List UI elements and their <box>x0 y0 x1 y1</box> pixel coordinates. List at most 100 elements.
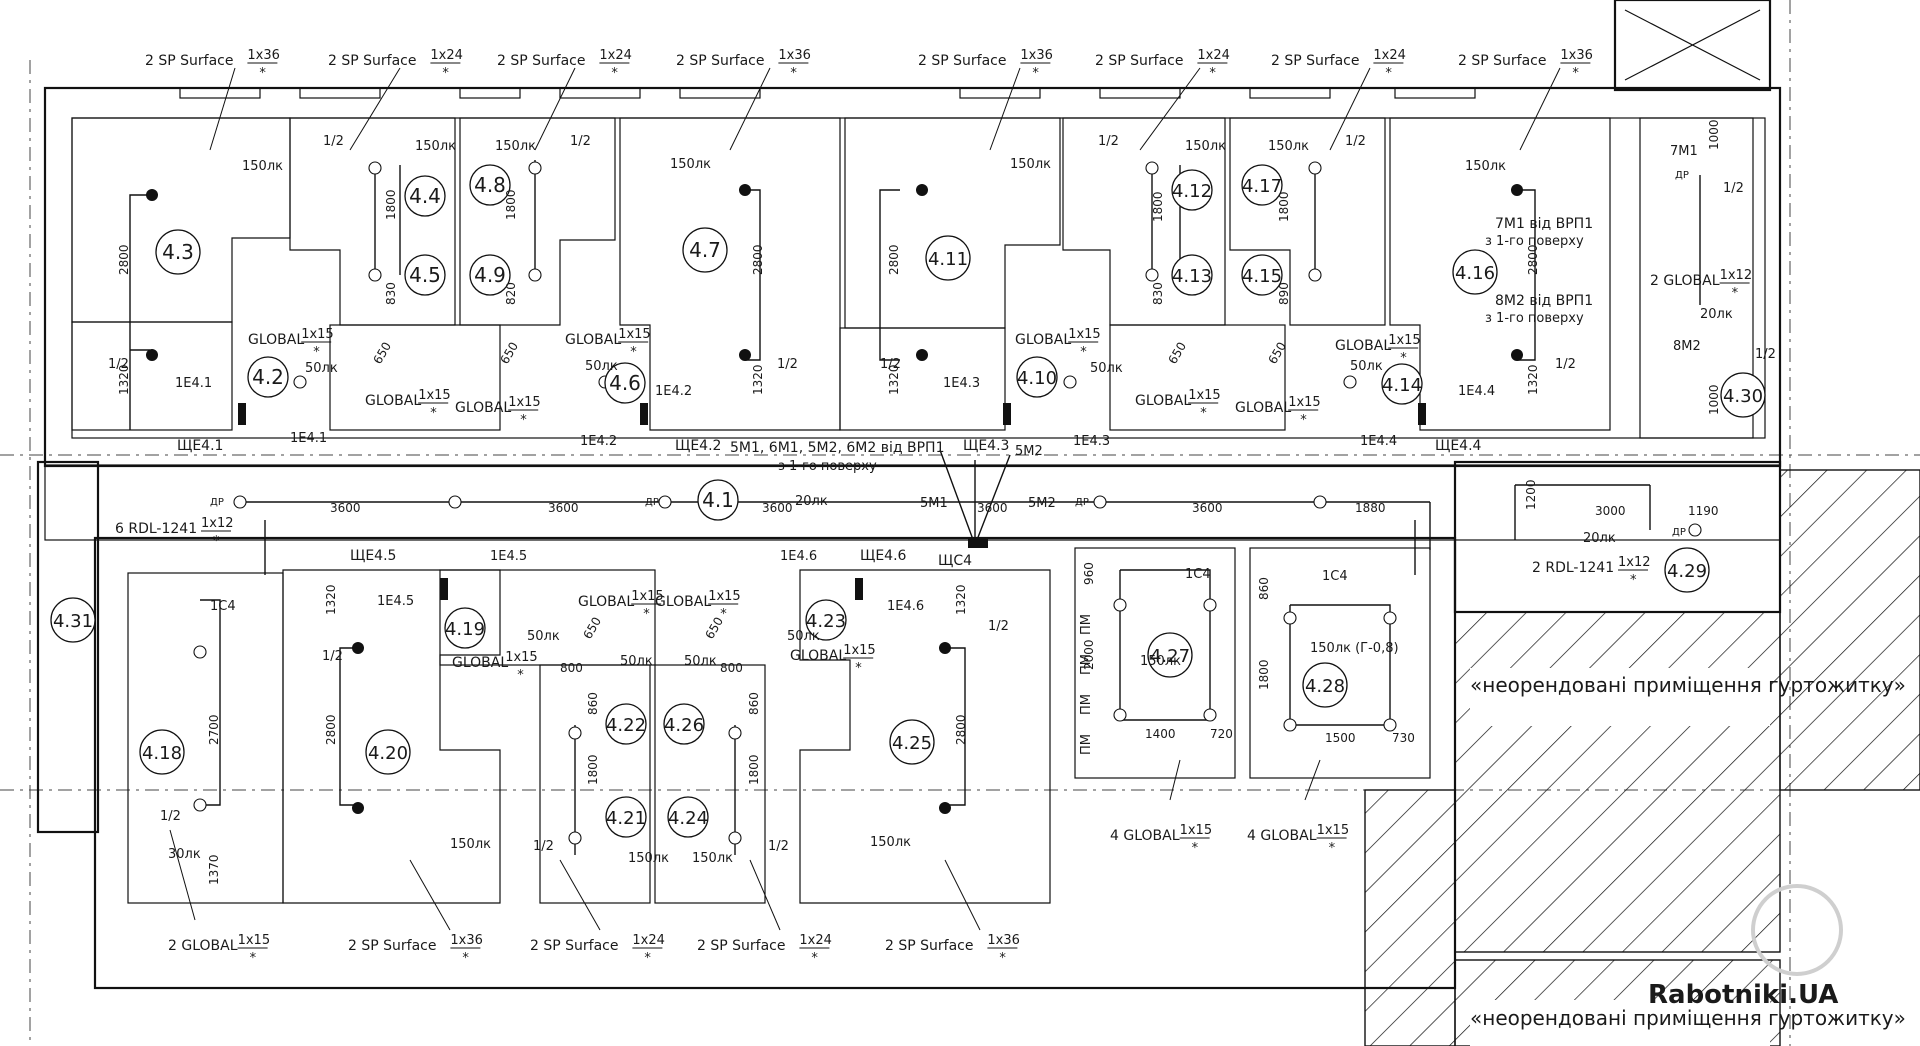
room-4-21-label: 4.21 <box>606 808 646 829</box>
group-1-2: 1Е4.1 <box>290 431 327 446</box>
tag-inline-5-den: * <box>1080 345 1087 360</box>
tag-inline-11-den: * <box>720 607 727 622</box>
room-4-12-label: 4.12 <box>1172 181 1212 202</box>
tag-inline-5-prefix: GLOBAL <box>1015 332 1071 348</box>
tag-inline-12-num: 1x15 <box>843 643 876 658</box>
tag-top-8-den: * <box>1572 66 1579 81</box>
panel-2: ЩЕ4.2 <box>675 438 721 454</box>
dim-17: 3600 <box>330 501 361 515</box>
room-4-13-label: 4.13 <box>1172 266 1212 287</box>
dr-mark-4: ДР <box>1672 527 1686 538</box>
tag-inline-4-prefix: GLOBAL <box>565 332 621 348</box>
room-4-24-marker <box>667 796 709 838</box>
tag-top-6-num: 1x24 <box>1197 48 1230 63</box>
lux-4-8: 150лк <box>495 139 536 154</box>
windows-top <box>179 87 1476 99</box>
tag-inline-8-den: * <box>1400 351 1407 366</box>
room-4-15-label: 4.15 <box>1242 266 1282 287</box>
tag-bottom-7-prefix: 4 GLOBAL <box>1247 828 1317 844</box>
tag-inline-9-prefix: GLOBAL <box>578 594 634 610</box>
panel-3: ЩЕ4.3 <box>963 438 1009 454</box>
room-4-13-marker <box>1171 254 1213 296</box>
room-4-18-label: 4.18 <box>142 743 182 764</box>
watermark-logo: Rabotniki.UA <box>1648 884 1843 1010</box>
lux-4-25: 150лк <box>870 835 911 850</box>
tag-bottom-5-num: 1x36 <box>987 933 1020 948</box>
tag-inline-7-num: 1x15 <box>1288 395 1321 410</box>
tag-inline-14-prefix: 6 RDL-1241 <box>115 521 197 537</box>
tag-inline-9-den: * <box>643 607 650 622</box>
tag-inline-2-prefix: GLOBAL <box>365 393 421 409</box>
lux-4-24: 150лк <box>692 851 733 866</box>
room-4-20-marker <box>365 729 411 775</box>
dim-14: 890 <box>1277 282 1291 305</box>
tag-top-4-prefix: 2 SP Surface <box>676 53 764 69</box>
lux-4-11: 150лк <box>1010 157 1051 172</box>
group-11-1: 8М2 <box>1673 339 1701 354</box>
fraction-half-9: 1/2 <box>1723 181 1744 196</box>
room-4-30-marker <box>1720 372 1766 418</box>
tag-inline-1-den: * <box>313 345 320 360</box>
panel-6: ЩЕ4.6 <box>860 548 907 564</box>
lux-4-4: 150лк <box>415 139 456 154</box>
dim-6: 820 <box>504 282 518 305</box>
tag-bottom-3-prefix: 2 SP Surface <box>530 938 618 954</box>
room-4-28-marker <box>1302 662 1348 708</box>
tag-inline-1-prefix: GLOBAL <box>248 332 304 348</box>
dim-21: 3600 <box>1192 501 1223 515</box>
room-4-19-label: 4.19 <box>445 619 485 640</box>
tag-bottom-1-prefix: 2 GLOBAL <box>168 938 238 954</box>
dim-19: 3600 <box>762 501 793 515</box>
tag-top-3-num: 1x24 <box>599 48 632 63</box>
room-4-26-marker <box>663 703 705 745</box>
room-4-8-marker <box>469 164 511 206</box>
dr-mark-2: ДР <box>645 497 659 508</box>
room-4-7-marker <box>682 227 728 273</box>
dim-30: 1320 <box>324 584 338 615</box>
dim-49: 720 <box>1210 727 1233 741</box>
tag-bottom-4-prefix: 2 SP Surface <box>697 938 785 954</box>
room-4-29-label: 4.29 <box>1667 561 1707 582</box>
dim-47: 2000 <box>1082 639 1096 670</box>
lux-4-23: 50лк <box>787 629 820 644</box>
dim-52: 1500 <box>1325 731 1356 745</box>
room-4-12-marker <box>1171 169 1213 211</box>
room-4-5-marker <box>404 254 446 296</box>
room-4-29-marker <box>1664 547 1710 593</box>
room-4-2-label: 4.2 <box>252 365 284 389</box>
note-unleased-1: «неорендовані приміщення гуртожитку» <box>1470 673 1906 697</box>
tag-inline-13-prefix: 2 GLOBAL <box>1650 273 1720 289</box>
room-4-21-marker <box>605 796 647 838</box>
tag-top-4-num: 1x36 <box>778 48 811 63</box>
dim-22: 1880 <box>1355 501 1386 515</box>
dim-43: 650 <box>497 340 521 367</box>
group-7-2: 1С4 <box>1185 567 1211 582</box>
room-4-5-label: 4.5 <box>409 263 441 287</box>
lux-4-12: 150лк <box>1185 139 1226 154</box>
fraction-half-8: 1/2 <box>1555 357 1576 372</box>
tag-top-1-prefix: 2 SP Surface <box>145 53 233 69</box>
room-4-10-marker <box>1016 356 1058 398</box>
lux-4-29: 20лк <box>1583 531 1616 546</box>
fraction-half-10: 1/2 <box>322 649 343 664</box>
group-3-2: 1Е4.3 <box>1073 434 1110 449</box>
room-4-10-label: 4.10 <box>1017 368 1057 389</box>
lux-4-19: 50лк <box>527 629 560 644</box>
dim-51: 1800 <box>1257 659 1271 690</box>
fraction-half-5: 1/2 <box>108 357 129 372</box>
dim-26: 1000 <box>1707 119 1721 150</box>
dim-3: 1800 <box>384 189 398 220</box>
dim-20: 3600 <box>977 501 1008 515</box>
lux-4-30: 20лк <box>1700 307 1733 322</box>
room-4-23-marker <box>805 599 847 641</box>
tag-inline-10-den: * <box>517 668 524 683</box>
tag-bottom-2-prefix: 2 SP Surface <box>348 938 436 954</box>
fraction-half-3: 1/2 <box>1098 134 1119 149</box>
tag-top-2-num: 1x24 <box>430 48 463 63</box>
tag-inline-13-den: * <box>1732 286 1739 301</box>
lux-4-14: 50лк <box>1350 359 1383 374</box>
pm-mark-3: ПМ <box>1079 694 1094 715</box>
dim-25: 1200 <box>1524 479 1538 510</box>
lux-4-28: 150лк (Г-0,8) <box>1310 641 1399 656</box>
